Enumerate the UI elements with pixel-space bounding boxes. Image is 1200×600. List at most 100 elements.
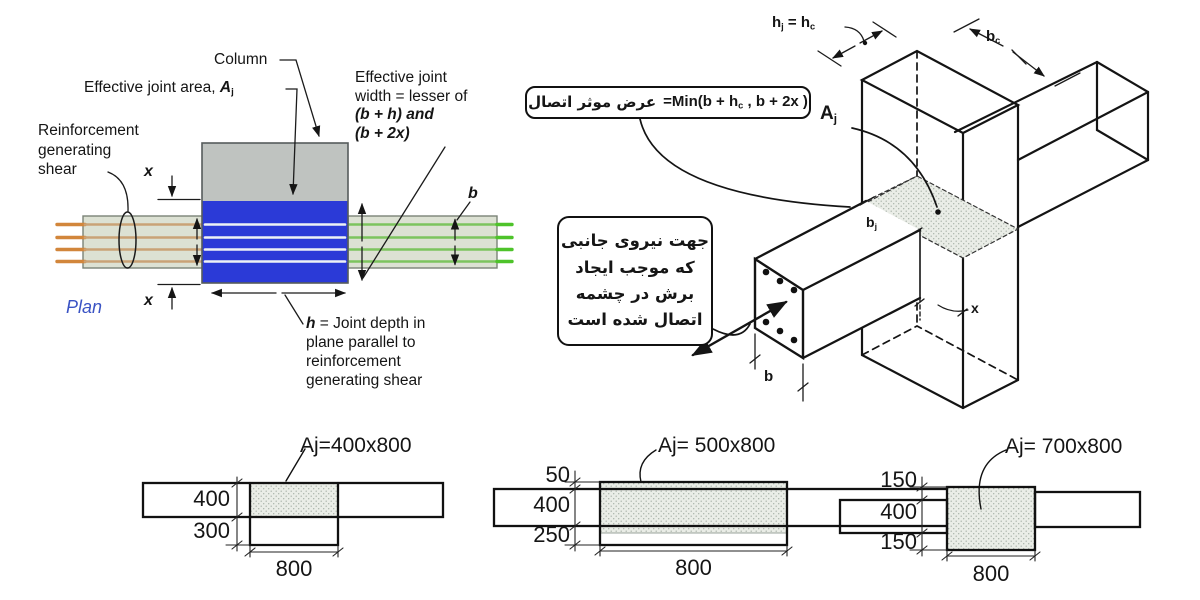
eff-width-line-1: Effective joint [355,69,447,86]
example-2-joint-hatch [601,483,786,533]
h-note-line-1: = Joint depth in [315,315,426,332]
lateral-force-arrow [691,300,788,357]
example-3-dim-150-bottom: 150 [880,529,917,554]
effective-width-leader [362,146,446,279]
example-3-title: Aj= 700x800 [1005,435,1123,458]
example-1-joint-hatch [251,484,337,517]
aj-base-iso: A [820,103,834,124]
aj-sub-iso: j [833,112,838,126]
plan-caption: Plan [66,297,103,317]
aj-sub: j [231,86,234,98]
example-3-dim-150-top: 150 [880,467,917,492]
h-var: h [306,315,316,332]
example-3-beam-right [1033,490,1142,529]
eq-sub-c: c [738,100,744,111]
effective-joint-area-text: Effective joint area, [84,79,220,96]
effective-joint-width-note: Effective joint width = lesser of (b + h… [355,69,467,143]
example-2-dim-50: 50 [545,462,570,487]
example-1-column [248,481,340,547]
example-2-title: Aj= 500x800 [658,434,776,457]
aj-leader-dot [935,209,941,215]
joint-area-leader [285,88,298,196]
example-2 [492,449,967,557]
example-1-title: Aj=400x800 [300,434,412,457]
column-label: Column [214,51,268,68]
example-1-dim-300: 300 [193,518,230,543]
bj-sub: j [874,221,877,232]
effective-width-persian-text: عرض موثر اتصال [528,92,657,111]
h-note-leader [284,294,304,325]
example-1-beam [141,481,445,519]
eff-width-line-2: width = lesser of [355,87,468,105]
example-2-dim-250: 250 [533,522,570,547]
bc-base: b [986,28,996,45]
reinforcement-leader [107,171,129,212]
effective-width-equation: =Min(b + hc , b + 2x ) [663,93,808,112]
reinforcement-note: Reinforcement generating shear [38,121,139,180]
iso-front-beam [753,199,922,361]
rebar-left-inside [83,223,208,263]
rebar-ellipse [118,211,137,269]
rebar-left-stubs [55,222,87,264]
h-note-line-4: generating shear [306,372,423,389]
b-leader [456,201,471,221]
example-2-dim-400: 400 [533,492,570,517]
plan-joint-area-rect [202,201,348,283]
reinforcement-line-2: generating [38,141,112,159]
aj-label-iso: Aj [820,103,837,126]
x-label-iso: x [971,300,979,316]
h-joint-depth-note: h = Joint depth in plane parallel to rei… [306,314,425,390]
eq-part-2: , b + 2x ) [743,93,808,111]
x-dimension-iso [914,297,969,321]
example-3-dim-400: 400 [880,499,917,524]
h-note-line-2: plane parallel to [306,334,416,351]
example-1 [141,448,445,558]
b-label-plan: b [468,185,478,202]
example-1-title-leader [285,448,306,482]
iso-right-beam [953,60,1150,229]
eff-width-line-4: (b + 2x) [355,124,410,142]
aj-var: A [219,79,232,96]
effective-width-callout-leader [639,118,851,208]
example-3 [838,449,1142,562]
eff-width-line-3: (b + h) and [355,106,434,123]
isometric-view [639,18,1150,410]
effective-width-callout-box: عرض موثر اتصال =Min(b + hc , b + 2x ) [525,86,811,119]
plan-dimensions [107,59,471,325]
bj-dimension [859,196,923,237]
x-bottom-label: x [144,292,153,309]
iso-joint-area-plane [860,175,1020,259]
example-3-dim-800: 800 [972,561,1010,586]
hc-sub: c [810,21,816,32]
bc-sub: c [995,35,1001,46]
example-1-dim-800: 800 [275,556,313,581]
force-line-1: جهت نیروی جانبی [560,231,710,251]
bc-label: bc [986,28,1000,47]
x-top-label: x [144,163,153,180]
force-line-3: برش در چشمه [575,284,695,303]
eq-part-1: =Min(b + h [663,93,739,111]
example-2-column [598,480,789,547]
plan-column-outline [201,142,349,284]
example-2-dims [564,470,793,557]
example-2-dim-800: 800 [675,555,712,580]
plan-column-rect [202,143,348,201]
hj-sub: j [781,21,784,32]
hc-base: = h [783,14,811,31]
bj-label: bj [866,214,877,232]
iso-column [859,49,1021,410]
example-2-title-leader [639,449,657,483]
lateral-force-callout-box: جهت نیروی جانبی که موجب ایجاد برش در چشم… [557,216,713,346]
example-3-title-leader [978,449,1007,510]
reinforcement-line-1: Reinforcement [38,122,139,139]
example-diagrams [141,448,1142,562]
hj-dimension [817,21,897,67]
example-1-dim-400: 400 [193,486,230,511]
rebar-through-joint [203,223,347,263]
column-leader [279,59,321,138]
example-3-dims [909,476,1041,562]
b-label-iso: b [764,368,774,385]
hj-base: h [772,14,782,31]
